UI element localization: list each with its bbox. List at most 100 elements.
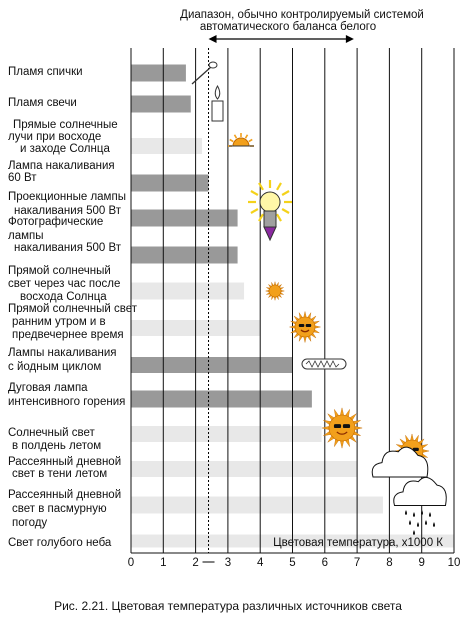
bar-7 (131, 282, 245, 300)
cloud-sun-icon-right-glass (412, 447, 419, 451)
bulb-ray-9 (258, 182, 264, 191)
category-label-2-line-1: Пламя свечи (8, 97, 77, 109)
bulb-ray-8 (250, 190, 259, 196)
category-label-10-line-1: Дуговая лампа (8, 382, 88, 394)
bar-5 (131, 209, 238, 227)
bulb-ray-3 (276, 213, 282, 222)
match-stick (191, 66, 212, 85)
sunset-icon (228, 133, 254, 147)
category-label-7-line-2: свет через час после (8, 278, 120, 290)
big-sun-icon-ray-13 (340, 407, 344, 416)
category-label-9-line-1: Лампы накаливания (8, 347, 116, 359)
sun-face-icon-ray-5 (303, 336, 307, 343)
cloud-icon-shape (371, 446, 429, 478)
category-label-3-line-1: Прямые солнечные (13, 119, 118, 131)
range-arrow-left (208, 35, 217, 43)
big-sun-icon-ray-5 (340, 440, 344, 449)
sunset-ray-6 (248, 138, 253, 143)
sun-face-icon (289, 311, 321, 343)
grid-layer (130, 48, 455, 563)
x-tick-2: 2 (192, 557, 198, 569)
rain-drop-6 (417, 522, 419, 527)
sun-face-icon-smile (300, 329, 310, 333)
category-label-2: Пламя свечи (8, 97, 77, 109)
category-label-13-line-1: Рассеянный дневной (8, 489, 121, 501)
big-sun-icon-disk (328, 414, 356, 442)
rain-drop-1 (405, 510, 407, 515)
x-tick-1: 1 (160, 557, 166, 569)
rain-drop-4 (429, 512, 431, 517)
small-sun-icon (265, 281, 285, 301)
x-tick-4: 4 (257, 557, 264, 569)
x-tick-5: 5 (289, 557, 295, 569)
range-arrow-right (345, 35, 354, 43)
x-tick-7: 7 (354, 557, 360, 569)
category-label-3-line-3: и заходе Солнца (20, 143, 110, 155)
bulb-base (263, 210, 277, 228)
candle-body (211, 100, 224, 122)
figure-caption: Рис. 2.21. Цветовая температура различны… (54, 599, 402, 613)
category-label-4-line-2: 60 Вт (8, 172, 37, 184)
sunset-ray-2 (229, 138, 234, 143)
range-label-line1: Диапазон, обычно контролируемый системой (180, 9, 424, 21)
category-label-12-line-2: свет в тени летом (12, 468, 107, 480)
bar-2 (131, 95, 191, 113)
big-sun-icon-ray-9 (321, 426, 330, 430)
category-label-6-line-1: Фотографические (8, 216, 103, 228)
rain-drop-3 (421, 510, 423, 515)
x-tick-6: 6 (322, 557, 328, 569)
match-head (208, 61, 218, 69)
category-label-13-line-2: свет в пасмурную (12, 503, 107, 515)
halogen-tube-icon (301, 358, 347, 370)
x-tick-9: 9 (418, 557, 424, 569)
range-label-line2: автоматического баланса белого (200, 21, 376, 33)
category-label-7-line-1: Прямой солнечный (8, 265, 111, 277)
category-label-10-line-2: интенсивного горения (8, 396, 125, 408)
category-label-8-line-3: предвечернее время (12, 329, 124, 341)
sun-face-icon-disk (294, 316, 316, 338)
bulb-tip (263, 226, 277, 242)
category-label-14-line-1: Свет голубого неба (8, 537, 112, 549)
bar-13 (131, 496, 383, 514)
bar-1 (131, 64, 186, 82)
rain-drop-8 (433, 522, 435, 527)
bar-11 (131, 426, 322, 442)
small-sun-icon-ray-1 (280, 289, 285, 293)
big-sun-icon (321, 407, 363, 449)
sun-face-icon-left-glass (298, 324, 305, 327)
x-tick-10: 10 (448, 557, 461, 569)
category-label-4-line-1: Лампа накаливания (8, 160, 115, 172)
category-label-7-line-3: восхода Солнца (20, 291, 107, 303)
sun-face-icon-ray-13 (303, 311, 307, 318)
small-sun-icon-ray-9 (265, 289, 270, 293)
x-tick-0: 0 (128, 557, 134, 569)
x-axis-label: Цветовая температура, x1000 К (273, 537, 443, 549)
sunset-ray-3 (233, 134, 238, 139)
rain-drop-7 (425, 520, 427, 525)
category-label-1: Пламя спички (8, 66, 83, 78)
category-label-8-line-2: ранним утром и в (12, 316, 106, 328)
category-label-9-line-2: с йодным циклом (8, 361, 101, 373)
bulb-ray-2 (281, 208, 290, 214)
category-label-14: Свет голубого неба (8, 537, 112, 549)
category-label-5-line-1: Проекционные лампы (8, 191, 126, 203)
big-sun-icon-right-glass (342, 424, 351, 428)
bar-6 (131, 246, 238, 264)
sunset-ray-5 (244, 134, 249, 139)
category-label-9: Лампы накаливания с йодным циклом (8, 347, 116, 373)
rain-cloud-icon-shape (393, 476, 447, 506)
halogen-tube-body (301, 358, 347, 370)
category-label-11-line-1: Солнечный свет (8, 427, 95, 439)
bar-9 (131, 357, 293, 373)
category-label-5-line-2: накаливания 500 Вт (14, 205, 122, 217)
category-label-8-line-1: Прямой солнечный свет (8, 303, 138, 315)
halogen-filament (305, 360, 340, 368)
bulb-ray-11 (276, 182, 282, 191)
